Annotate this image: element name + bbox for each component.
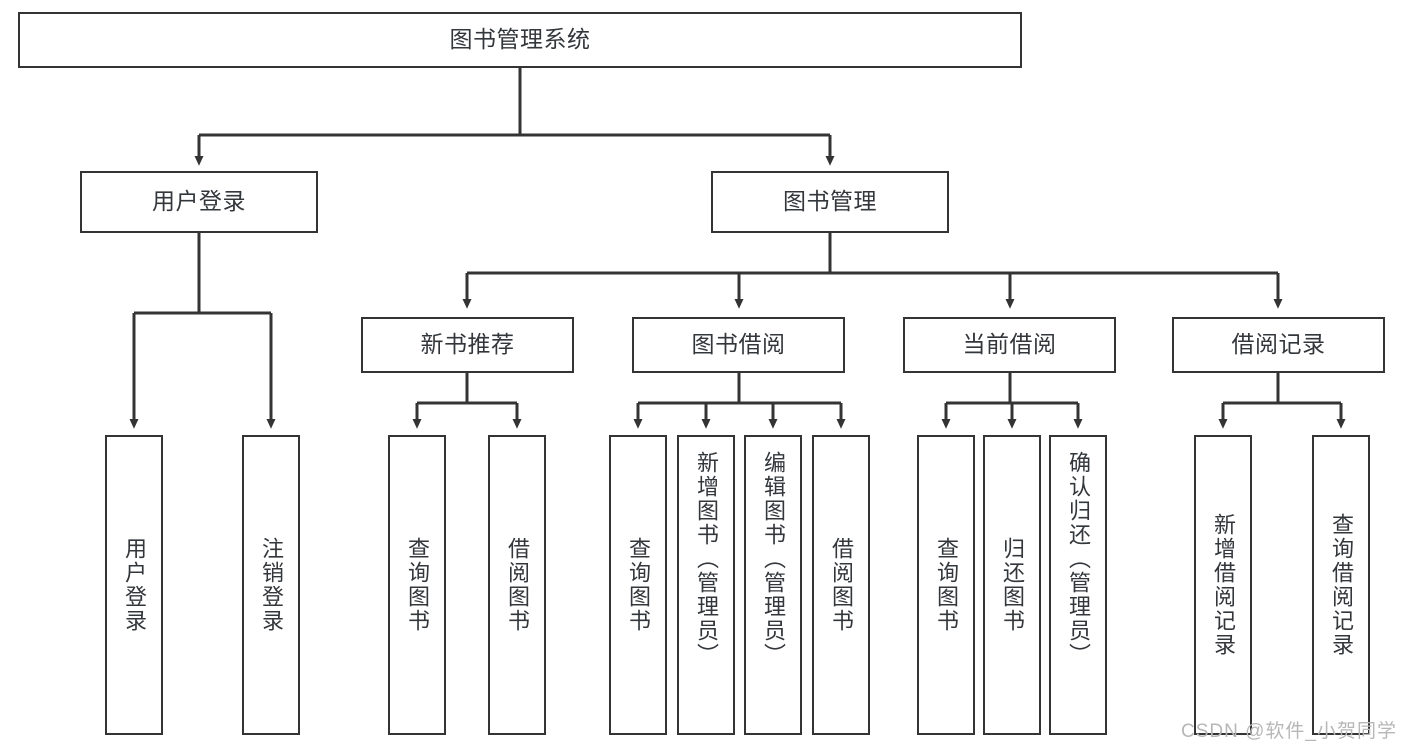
node-book-borrow[interactable]: 图书借阅 (632, 317, 845, 373)
node-leaf-return-book[interactable]: 归还图书 (983, 435, 1041, 735)
node-leaf-user-login[interactable]: 用户登录 (105, 435, 163, 735)
watermark-text: CSDN @软件_小贺同学 (1181, 721, 1397, 742)
node-leaf-logout-login-label: 注销登录 (259, 537, 284, 633)
node-leaf-query-book-2[interactable]: 查询图书 (609, 435, 667, 735)
node-leaf-user-login-label: 用户登录 (122, 537, 147, 633)
node-user-login[interactable]: 用户登录 (80, 171, 318, 233)
node-new-book-recommend-label: 新书推荐 (420, 331, 515, 358)
node-borrow-record[interactable]: 借阅记录 (1172, 317, 1385, 373)
node-leaf-borrow-book-1-label: 借阅图书 (505, 537, 530, 633)
node-new-book-recommend[interactable]: 新书推荐 (361, 317, 574, 373)
node-leaf-return-book-label: 归还图书 (1000, 537, 1025, 633)
node-leaf-query-book-1-label: 查询图书 (405, 537, 430, 633)
node-leaf-query-record-label: 查询借阅记录 (1329, 513, 1354, 657)
node-leaf-edit-book[interactable]: 编辑图书（管理员） (744, 435, 802, 735)
node-leaf-logout-login[interactable]: 注销登录 (242, 435, 300, 735)
node-leaf-confirm-return-label: 确认归还（管理员） (1066, 451, 1091, 667)
node-leaf-borrow-book-1[interactable]: 借阅图书 (488, 435, 546, 735)
node-leaf-add-record[interactable]: 新增借阅记录 (1194, 435, 1252, 735)
node-leaf-query-book-3[interactable]: 查询图书 (917, 435, 975, 735)
node-current-borrow-label: 当前借阅 (962, 331, 1057, 358)
node-leaf-borrow-book-2[interactable]: 借阅图书 (812, 435, 870, 735)
node-leaf-query-book-3-label: 查询图书 (934, 537, 959, 633)
node-leaf-add-book[interactable]: 新增图书（管理员） (677, 435, 735, 735)
node-root[interactable]: 图书管理系统 (18, 12, 1022, 68)
node-leaf-query-book-2-label: 查询图书 (626, 537, 651, 633)
node-leaf-query-record[interactable]: 查询借阅记录 (1312, 435, 1370, 735)
node-leaf-query-book-1[interactable]: 查询图书 (388, 435, 446, 735)
node-leaf-confirm-return[interactable]: 确认归还（管理员） (1049, 435, 1107, 735)
node-book-borrow-label: 图书借阅 (691, 331, 786, 358)
node-leaf-edit-book-label: 编辑图书（管理员） (761, 451, 786, 667)
node-current-borrow[interactable]: 当前借阅 (903, 317, 1116, 373)
node-book-manage[interactable]: 图书管理 (711, 171, 949, 233)
node-leaf-borrow-book-2-label: 借阅图书 (829, 537, 854, 633)
node-borrow-record-label: 借阅记录 (1231, 331, 1326, 358)
node-root-label: 图书管理系统 (449, 26, 591, 53)
node-leaf-add-book-label: 新增图书（管理员） (694, 451, 719, 667)
node-leaf-add-record-label: 新增借阅记录 (1211, 513, 1236, 657)
node-user-login-label: 用户登录 (152, 188, 246, 215)
node-book-manage-label: 图书管理 (783, 188, 877, 215)
